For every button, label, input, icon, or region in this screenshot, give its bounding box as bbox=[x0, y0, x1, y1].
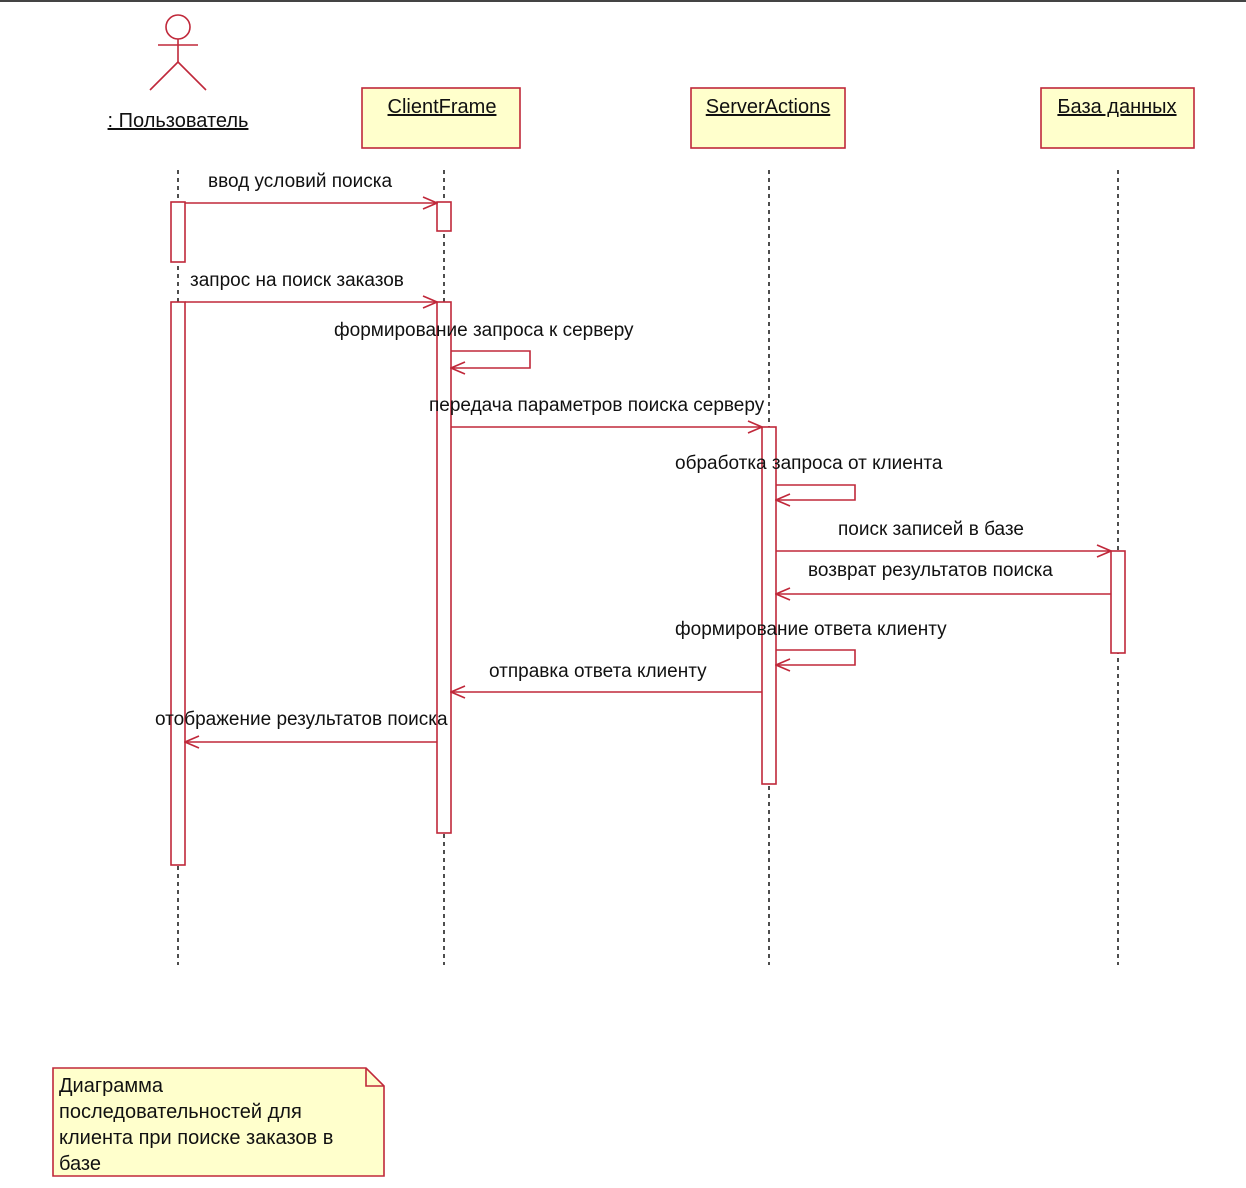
note-line-1: Диаграмма bbox=[59, 1075, 164, 1097]
object-box bbox=[361, 87, 521, 149]
note-line-2: последовательностей для bbox=[59, 1101, 302, 1123]
message-label-6: поиск записей в базе bbox=[838, 519, 1024, 540]
message-label-8: формирование ответа клиенту bbox=[675, 619, 947, 640]
activation-database bbox=[1110, 550, 1126, 654]
actor-label: : Пользователь bbox=[108, 110, 249, 132]
object-clientframe: ClientFrame bbox=[361, 87, 521, 149]
message-label-3: формирование запроса к серверу bbox=[334, 320, 634, 341]
message-label-10: отображение результатов поиска bbox=[155, 709, 448, 730]
message-label-2: запрос на поиск заказов bbox=[190, 270, 404, 291]
message-arrow-8 bbox=[776, 649, 856, 665]
message-arrow-3 bbox=[451, 350, 531, 368]
object-label: База данных bbox=[1057, 96, 1176, 118]
object-label: ServerActions bbox=[706, 96, 831, 118]
note-fold bbox=[365, 1068, 384, 1087]
actor-left-leg bbox=[149, 61, 179, 91]
actor-head bbox=[165, 14, 191, 40]
activations bbox=[170, 201, 1126, 866]
object-box bbox=[690, 87, 846, 149]
activation-serveractions bbox=[761, 426, 777, 785]
messages bbox=[185, 203, 1111, 742]
actor-right-leg bbox=[177, 61, 207, 91]
activation-clientframe-1 bbox=[436, 201, 452, 232]
actor-figure bbox=[149, 14, 207, 91]
object-label: ClientFrame bbox=[388, 96, 497, 118]
object-serveractions: ServerActions bbox=[690, 87, 846, 149]
note-line-4: базе bbox=[59, 1153, 101, 1175]
activation-clientframe-2 bbox=[436, 301, 452, 834]
diagram-note: Диаграмма последовательностей для клиент… bbox=[52, 1067, 385, 1177]
activation-user-2 bbox=[170, 301, 186, 866]
message-label-9: отправка ответа клиенту bbox=[489, 661, 707, 682]
message-label-1: ввод условий поиска bbox=[208, 171, 392, 192]
note-line-3: клиента при поиске заказов в bbox=[59, 1127, 333, 1149]
object-box bbox=[1040, 87, 1195, 149]
message-labels: ввод условий поиска запрос на поиск зака… bbox=[155, 171, 1053, 730]
activation-user-1 bbox=[170, 201, 186, 263]
object-database: База данных bbox=[1040, 87, 1195, 149]
note-shape bbox=[52, 1067, 385, 1177]
message-label-4: передача параметров поиска серверу bbox=[429, 395, 765, 416]
top-border bbox=[0, 0, 1246, 2]
message-label-5: обработка запроса от клиента bbox=[675, 453, 943, 474]
message-label-7: возврат результатов поиска bbox=[808, 560, 1053, 581]
message-arrow-5 bbox=[776, 484, 856, 500]
